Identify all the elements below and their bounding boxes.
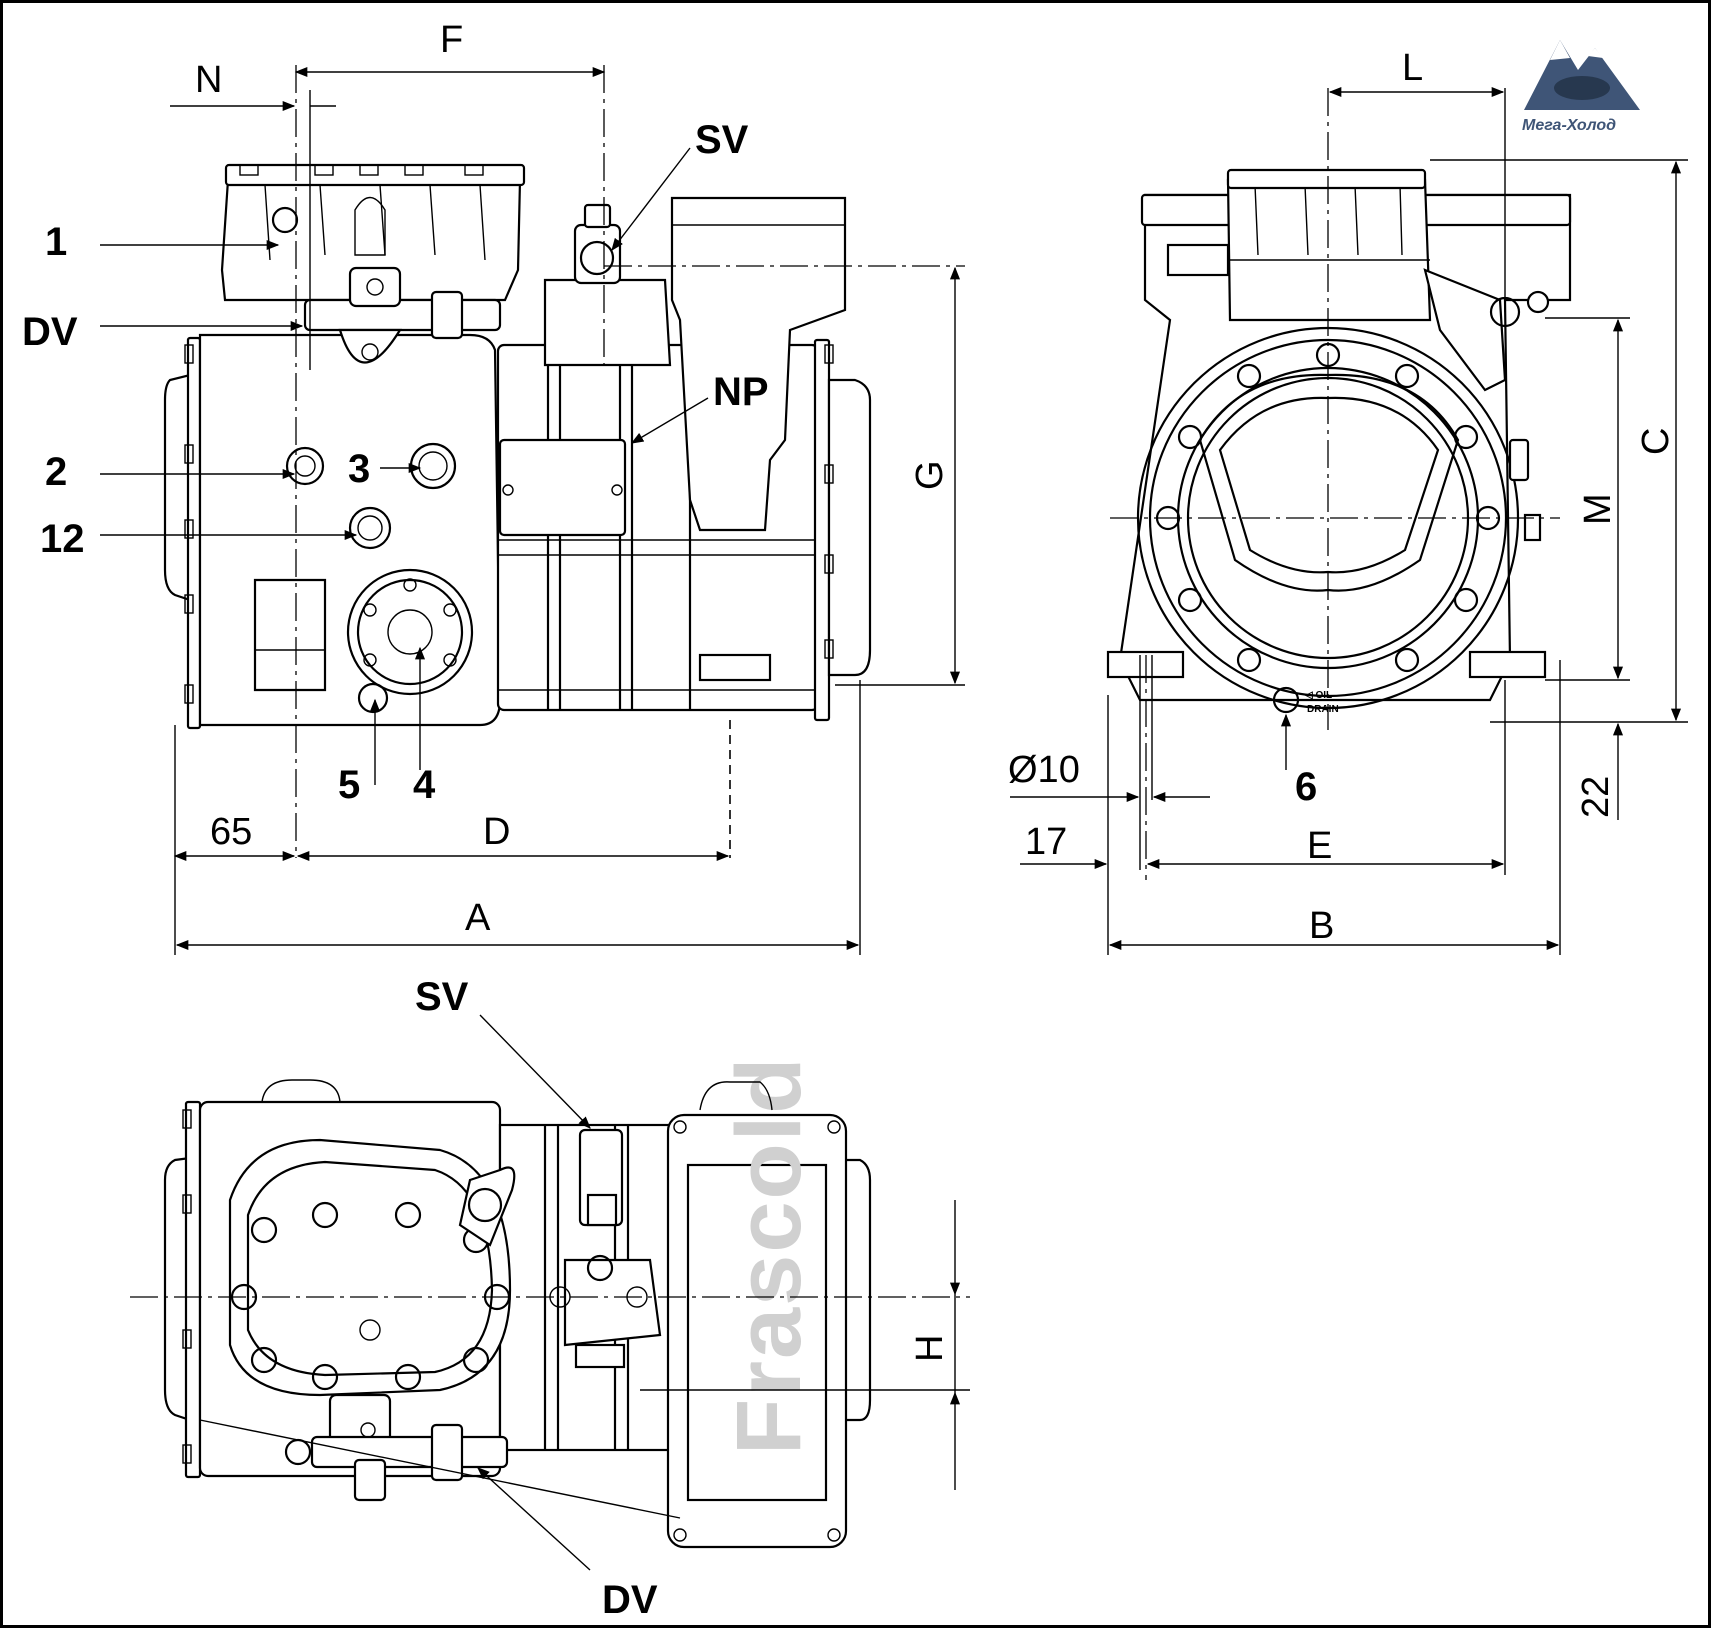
side-view [163, 163, 872, 730]
dim-n: N [170, 59, 336, 370]
svg-text:4: 4 [413, 763, 436, 807]
oil-drain-text-1: ◁ OIL [1304, 690, 1332, 701]
dim-label-17: 17 [1025, 821, 1067, 863]
dim-label-22: 22 [1575, 776, 1617, 818]
dim-b: B [1108, 905, 1560, 951]
dim-m: M [1577, 318, 1624, 680]
dim-17: 17 [1020, 821, 1108, 870]
dim-label-g: G [909, 460, 951, 490]
dim-label-d: D [483, 811, 510, 853]
logo-text: Мега-Холод [1522, 117, 1616, 134]
callout-sv-top: SV [415, 975, 591, 1129]
svg-text:6: 6 [1295, 765, 1317, 809]
svg-text:5: 5 [338, 763, 360, 807]
callout-dv-top: DV [199, 1419, 681, 1622]
svg-text:2: 2 [45, 450, 67, 494]
snow-cap-icon [1550, 40, 1603, 60]
svg-text:NP: NP [713, 370, 769, 414]
front-view: ◁ OIL DRAIN [1106, 168, 1572, 715]
callout-12: 12 [40, 517, 358, 561]
dim-label-c: C [1635, 428, 1677, 455]
svg-text:SV: SV [415, 975, 469, 1019]
dim-e: E [1146, 825, 1505, 870]
dim-label-h: H [909, 1335, 951, 1362]
svg-text:3: 3 [348, 447, 370, 491]
svg-text:DV: DV [22, 310, 78, 354]
dim-label-e: E [1307, 825, 1332, 867]
dim-h: H [909, 1200, 961, 1490]
dim-label-l: L [1402, 47, 1423, 89]
oil-drain-plug [1272, 686, 1300, 714]
dim-g: G [909, 266, 961, 685]
dim-phi10: Ø10 [1008, 749, 1210, 803]
dim-label-m: M [1577, 493, 1619, 525]
dim-d: D [296, 811, 730, 862]
svg-text:DV: DV [602, 1578, 658, 1622]
callout-1: 1 [45, 220, 280, 264]
callout-6: 6 [1280, 713, 1317, 809]
dim-label-f: F [440, 19, 463, 61]
dim-label-phi10: Ø10 [1008, 749, 1080, 791]
callout-4: 4 [413, 646, 436, 807]
callout-sv-side: SV [611, 118, 749, 252]
callout-dv-side: DV [22, 310, 304, 354]
dim-f: F [294, 19, 606, 78]
callout-5: 5 [338, 698, 381, 807]
oil-drain-text-2: DRAIN [1307, 704, 1339, 715]
svg-text:12: 12 [40, 517, 85, 561]
callout-3: 3 [348, 447, 422, 491]
dim-label-a: A [465, 897, 491, 939]
dim-65: 65 [173, 811, 296, 862]
dim-22: 22 [1575, 722, 1624, 820]
dim-label-b: B [1309, 905, 1334, 947]
dim-c: C [1635, 160, 1682, 722]
svg-text:1: 1 [45, 220, 67, 264]
dim-a: A [175, 897, 860, 951]
logo: Мега-Холод [1522, 40, 1640, 134]
dim-label-65: 65 [210, 811, 252, 853]
svg-text:SV: SV [695, 118, 749, 162]
top-view: Frascold [163, 1056, 872, 1549]
brand-plate-text: Frascold [718, 1056, 820, 1455]
dim-label-n: N [195, 59, 222, 101]
callout-2: 2 [45, 450, 296, 494]
dim-l: L [1328, 47, 1505, 98]
bear-icon [1554, 76, 1610, 100]
callout-np: NP [630, 370, 769, 444]
